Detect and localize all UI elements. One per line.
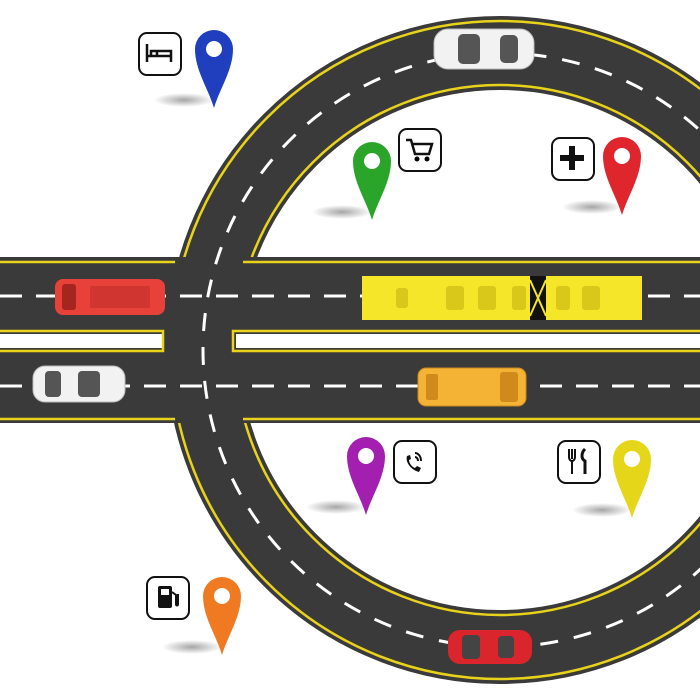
map-pin-icon [603,137,641,215]
median-right [236,334,700,348]
map-pin-phone[interactable] [306,437,437,515]
icon-box-restaurant [557,440,601,484]
phone-icon [406,452,422,472]
map-pin-fuel[interactable] [146,576,241,655]
pin-hole [358,448,374,464]
map-pin-icon [347,437,385,515]
pin-shadow [154,93,214,107]
red-van [55,279,165,315]
map-pin-restaurant[interactable] [557,440,651,518]
pin-shadow [572,503,632,517]
fork-knife-icon [568,447,587,474]
plus-icon [560,146,584,170]
map-pin-hospital[interactable] [551,137,641,215]
pin-hole [364,153,380,169]
white-car-top [433,28,535,70]
white-car-left [32,365,126,403]
icon-box-hotel [138,32,182,76]
pin-shadow [306,500,366,514]
fuel-pump-icon [158,586,179,608]
map-pin-shop[interactable] [312,128,442,220]
pin-shadow [312,205,372,219]
map-pin-icon [195,30,233,108]
pin-hole [614,148,630,164]
map-pin-icon [353,142,391,220]
red-car-bottom [448,630,532,664]
yellow-articulated-bus [362,276,642,320]
pin-shadow [162,640,222,654]
map-pin-hotel[interactable] [138,30,233,108]
shopping-cart-icon [406,138,434,162]
map-pin-icon [203,577,241,655]
icon-box-hospital [551,137,595,181]
pin-hole [624,451,640,467]
pin-hole [214,588,230,604]
icon-box-fuel [146,576,190,620]
bed-icon [145,44,173,62]
icon-box-shop [398,128,442,172]
map-pin-icon [613,440,651,518]
pin-hole [206,41,222,57]
pin-shadow [562,200,622,214]
median-left [0,334,162,348]
icon-box-phone [393,440,437,484]
orange-bus [417,367,527,407]
